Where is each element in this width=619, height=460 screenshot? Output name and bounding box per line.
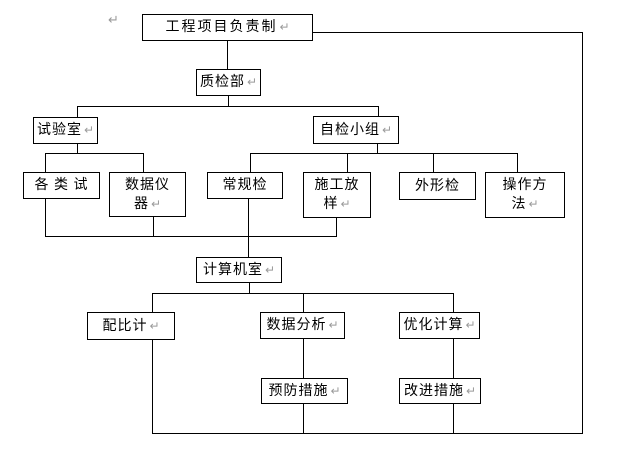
paragraph-return-mark: ↵ bbox=[328, 318, 339, 332]
paragraph-return-mark: ↵ bbox=[264, 262, 276, 277]
connector-line bbox=[228, 96, 229, 106]
flowchart-node-operation-method[interactable]: 操作方法↵ bbox=[485, 172, 565, 218]
node-label: 法↵ bbox=[511, 197, 539, 212]
node-label: 数据分析↵ bbox=[266, 318, 339, 333]
connector-line bbox=[248, 236, 249, 257]
paragraph-return-mark: ↵ bbox=[108, 13, 119, 28]
connector-line bbox=[453, 404, 454, 433]
node-label: 器↵ bbox=[133, 196, 162, 212]
node-label: 自检小组↵ bbox=[319, 122, 393, 138]
connector-line bbox=[248, 199, 249, 236]
connector-line bbox=[77, 106, 379, 107]
connector-line bbox=[45, 153, 144, 154]
node-label: 配比计↵ bbox=[102, 318, 160, 334]
connector-line bbox=[45, 236, 337, 237]
paragraph-return-mark: ↵ bbox=[330, 383, 341, 398]
paragraph-return-mark: ↵ bbox=[83, 123, 95, 137]
connector-line bbox=[250, 153, 251, 172]
node-label: 数据仪 bbox=[125, 177, 170, 193]
connector-line bbox=[227, 41, 228, 69]
flowchart-node-preventive-measures[interactable]: 预防措施↵ bbox=[261, 378, 348, 404]
paragraph-return-mark: ↵ bbox=[149, 318, 160, 333]
connector-line bbox=[77, 106, 78, 117]
flowchart-node-optimization-calculation[interactable]: 优化计算↵ bbox=[399, 312, 480, 339]
connector-line bbox=[303, 293, 304, 312]
node-label: 工程项目负责制↵ bbox=[165, 20, 290, 35]
node-label: 操作方 bbox=[502, 178, 548, 193]
connector-line bbox=[153, 217, 154, 236]
connector-line bbox=[517, 153, 518, 172]
connector-line bbox=[336, 218, 337, 236]
flowchart-node-project-responsibility[interactable]: 工程项目负责制↵ bbox=[142, 14, 313, 41]
connector-line bbox=[152, 293, 153, 312]
node-label: 优化计算↵ bbox=[403, 318, 476, 333]
node-label: 预防措施↵ bbox=[268, 383, 341, 399]
paragraph-return-mark: ↵ bbox=[465, 318, 476, 332]
flowchart-node-data-analysis[interactable]: 数据分析↵ bbox=[260, 312, 345, 339]
connector-line bbox=[250, 153, 518, 154]
connector-line bbox=[45, 153, 46, 172]
connector-line bbox=[249, 283, 250, 293]
connector-line bbox=[347, 153, 348, 172]
connector-line bbox=[77, 144, 78, 153]
connector-line bbox=[378, 106, 379, 116]
flowchart-node-improvement-measures[interactable]: 改进措施↵ bbox=[399, 378, 481, 404]
flowchart-node-self-inspection-group[interactable]: 自检小组↵ bbox=[313, 116, 399, 144]
paragraph-return-mark: ↵ bbox=[465, 383, 477, 398]
connector-line bbox=[152, 340, 153, 433]
connector-line bbox=[433, 153, 434, 172]
connector-line bbox=[377, 144, 378, 153]
paragraph-return-mark: ↵ bbox=[150, 196, 162, 211]
connector-line bbox=[152, 433, 583, 434]
flowchart-node-quality-inspection-dept[interactable]: 质检部↵ bbox=[196, 69, 261, 96]
connector-line bbox=[303, 339, 304, 378]
node-label: 常规检 bbox=[222, 178, 268, 193]
flowchart-node-appearance-inspection[interactable]: 外形检 bbox=[399, 172, 476, 200]
flowchart-node-construction-setting-out[interactable]: 施工放样↵ bbox=[303, 172, 371, 218]
node-label: 质检部↵ bbox=[199, 75, 258, 90]
paragraph-return-mark: ↵ bbox=[528, 197, 539, 211]
connector-line bbox=[453, 339, 454, 378]
flowchart-node-laboratory[interactable]: 试验室↵ bbox=[33, 117, 98, 144]
connector-line bbox=[453, 293, 454, 312]
connector-line bbox=[582, 32, 583, 434]
node-label: 外形检 bbox=[415, 178, 460, 194]
node-label: 各 类 试 bbox=[34, 178, 89, 193]
flowchart-node-routine-inspection[interactable]: 常规检 bbox=[207, 172, 283, 199]
paragraph-return-mark: ↵ bbox=[381, 122, 393, 137]
paragraph-return-mark: ↵ bbox=[246, 75, 258, 89]
flowchart-node-mix-ratio-calculation[interactable]: 配比计↵ bbox=[87, 312, 175, 340]
node-label: 样↵ bbox=[323, 197, 351, 212]
paragraph-return-mark: ↵ bbox=[279, 20, 290, 34]
flowchart-node-data-instruments[interactable]: 数据仪器↵ bbox=[109, 172, 186, 217]
node-label: 施工放 bbox=[314, 178, 360, 193]
connector-line bbox=[45, 199, 46, 236]
paragraph-return-mark: ↵ bbox=[340, 197, 351, 211]
connector-line bbox=[143, 153, 144, 172]
flowchart-node-various-tests[interactable]: 各 类 试 bbox=[23, 172, 100, 199]
node-label: 计算机室↵ bbox=[202, 262, 276, 278]
node-label: 试验室↵ bbox=[36, 123, 95, 138]
connector-line bbox=[313, 32, 583, 33]
flowchart-node-computer-room[interactable]: 计算机室↵ bbox=[196, 257, 282, 283]
node-label: 改进措施↵ bbox=[403, 383, 477, 399]
connector-line bbox=[303, 404, 304, 433]
